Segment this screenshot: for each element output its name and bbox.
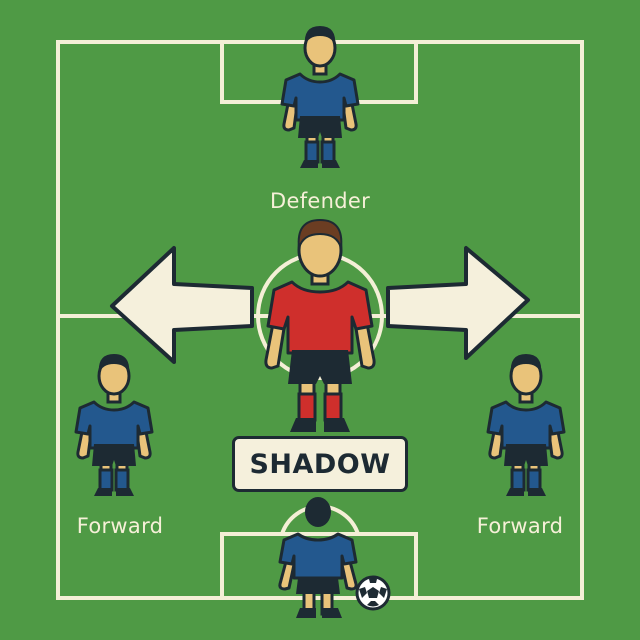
forward-left-label: Forward — [76, 514, 164, 538]
center-player — [264, 218, 376, 432]
arrow-left-icon — [110, 246, 254, 364]
forward-right-label: Forward — [476, 514, 564, 538]
shadow-badge-text: SHADOW — [249, 448, 391, 480]
defender-label: Defender — [270, 189, 370, 213]
shadow-badge: SHADOW — [232, 436, 408, 492]
soccer-ball-icon — [355, 575, 391, 611]
bottom-player — [278, 497, 358, 618]
arrow-right-icon — [386, 246, 530, 360]
